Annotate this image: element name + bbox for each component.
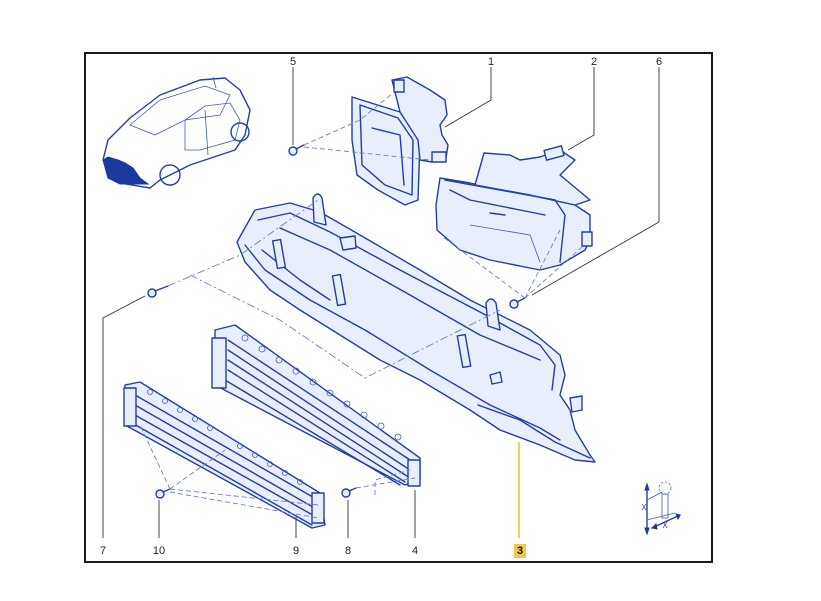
part-1-left-duct xyxy=(351,76,449,206)
callout-7[interactable]: 7 xyxy=(99,545,107,557)
callout-1[interactable]: 1 xyxy=(487,56,495,68)
callout-4[interactable]: 4 xyxy=(411,545,419,557)
callout-9[interactable]: 9 xyxy=(292,545,300,557)
callout-5[interactable]: 5 xyxy=(289,56,297,68)
car-inset-icon xyxy=(102,76,251,189)
screw-5-icon xyxy=(288,144,305,156)
callout-3-highlighted[interactable]: 3 xyxy=(514,544,526,558)
part-2-right-duct xyxy=(435,145,593,271)
dimension-label-x-vertical: X xyxy=(641,503,647,512)
screw-6-icon xyxy=(509,297,526,309)
part-4-upper-shutter xyxy=(211,324,421,487)
bolt-dimension-icon xyxy=(644,481,681,536)
callout-8[interactable]: 8 xyxy=(344,545,352,557)
leader-lines xyxy=(102,67,660,538)
callout-2[interactable]: 2 xyxy=(590,56,598,68)
part-3-grille-frame xyxy=(236,193,596,463)
part-9-lower-shutter xyxy=(123,381,326,529)
callout-6[interactable]: 6 xyxy=(655,56,663,68)
assembly-lines xyxy=(139,92,584,519)
dimension-label-x-horizontal: X xyxy=(662,521,668,530)
screw-10-icon xyxy=(155,488,171,499)
callout-10[interactable]: 10 xyxy=(152,545,166,557)
screw-8-icon xyxy=(341,487,357,498)
screw-7-icon xyxy=(147,285,169,298)
